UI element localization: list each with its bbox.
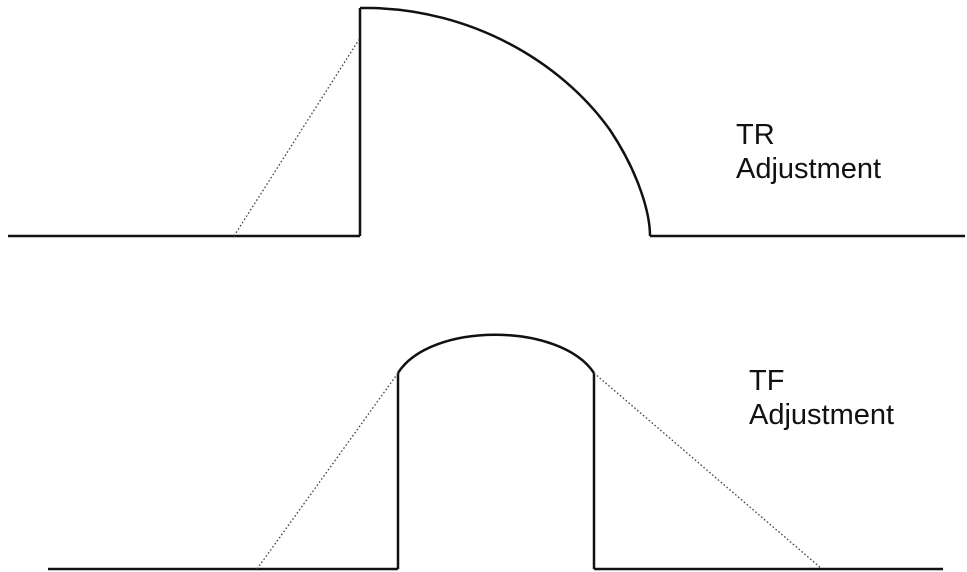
tf-label-line2: Adjustment: [749, 399, 895, 431]
tf-adjustment-label: TF Adjustment: [749, 364, 894, 432]
tr-label-line2: Adjustment: [736, 153, 882, 185]
tr-dotted-ramp: [233, 37, 361, 237]
tf-label-line1: TF: [749, 365, 785, 397]
tr-adjustment-label: TR Adjustment: [736, 118, 881, 186]
tr-label-line1: TR: [736, 119, 775, 151]
tf-dotted-ramp-right: [593, 372, 823, 570]
tr-pulse: [8, 6, 965, 238]
tf-pulse: [48, 333, 943, 571]
tf-peak-curve: [396, 333, 596, 374]
tr-decay-curve: [360, 6, 652, 237]
tf-dotted-ramp-left: [256, 372, 399, 570]
